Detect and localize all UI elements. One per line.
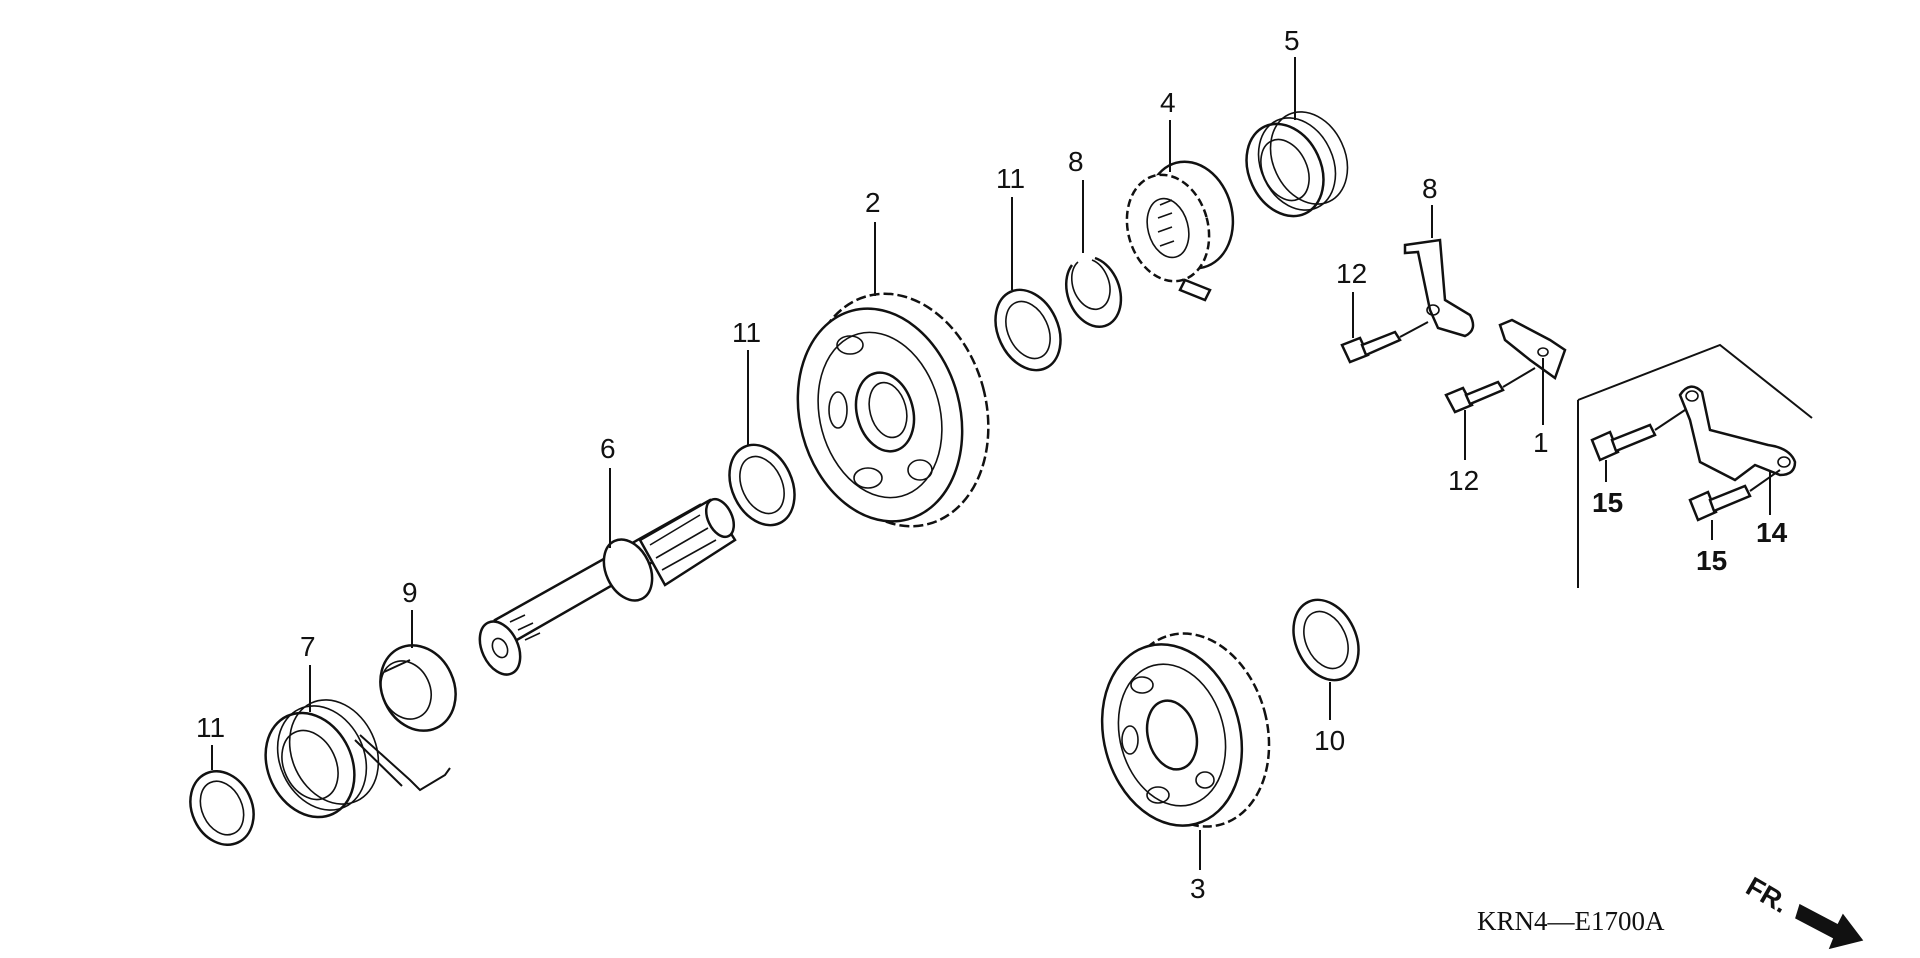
washer-10 [1292, 598, 1360, 682]
callout-14: 14 [1756, 517, 1788, 548]
ratchet-4 [1125, 160, 1235, 302]
ratchet-guide-8 [1403, 238, 1475, 338]
bolt-12-lower [1444, 380, 1505, 414]
callout-13: 8 [1068, 146, 1084, 177]
gear-3 [1100, 632, 1271, 828]
front-arrow-icon: FR. [1741, 871, 1864, 950]
callout-3: 3 [1190, 873, 1206, 904]
callout-5: 5 [1284, 25, 1300, 56]
callout-2: 2 [865, 187, 881, 218]
callout-15-lower: 15 [1696, 545, 1727, 576]
callout-11-upper: 11 [996, 163, 1025, 194]
kick-spindle-6 [478, 497, 737, 676]
flange-bolt-15-lower [1688, 484, 1752, 522]
callout-8: 8 [1422, 173, 1438, 204]
callout-12-upper: 12 [1336, 258, 1367, 289]
callout-4: 4 [1160, 87, 1176, 118]
kick-spring-7 [264, 699, 451, 819]
front-indicator: FR. [1741, 871, 1794, 919]
callout-11-left: 11 [196, 712, 225, 743]
callout-10: 10 [1314, 725, 1345, 756]
bolt-12-upper [1340, 330, 1402, 364]
callout-15-upper: 15 [1592, 487, 1623, 518]
spring-collar-9 [379, 644, 457, 732]
ratchet-spring-5 [1245, 111, 1349, 218]
callout-6: 6 [600, 433, 616, 464]
circlip-13 [1064, 256, 1123, 329]
washer-11-left [189, 770, 255, 846]
callout-9: 9 [402, 577, 418, 608]
washer-11-middle [728, 443, 796, 527]
plate-14 [1678, 385, 1797, 482]
washer-11-upper [994, 288, 1062, 372]
callout-11-middle: 11 [732, 317, 761, 348]
stopper-1 [1498, 318, 1567, 380]
diagram-code: KRN4—E1700A [1477, 906, 1665, 936]
callout-1: 1 [1533, 427, 1549, 458]
callout-7: 7 [300, 631, 316, 662]
callout-12-lower: 12 [1448, 465, 1479, 496]
flange-bolt-15-upper [1590, 423, 1657, 462]
inset-frame [1577, 343, 1813, 588]
gear-2 [796, 292, 990, 528]
